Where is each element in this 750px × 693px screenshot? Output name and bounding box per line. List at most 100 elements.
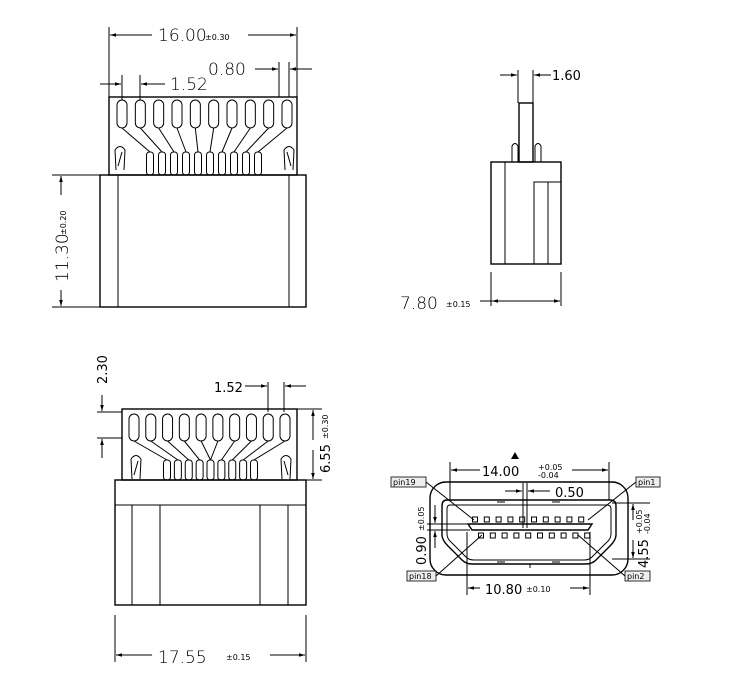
contact-top (531, 516, 537, 523)
trace (133, 440, 168, 461)
contact-pin (158, 151, 166, 176)
top-view: 16.00 ±0.30 1.52 0.80 11.30 ±0.20 (52, 26, 312, 308)
dim-7-80-tol: ±0.15 (446, 300, 471, 309)
trace (176, 127, 187, 153)
solder-pad (189, 99, 201, 129)
pcb-outline (108, 96, 298, 176)
dim-10-80-tol: ±0.10 (526, 585, 551, 594)
solder-pad (263, 99, 275, 129)
solder-pad (116, 99, 128, 129)
dim-17-55: 17.55 (158, 648, 207, 668)
leader-line (435, 534, 483, 577)
solder-pad (153, 99, 165, 129)
trace (245, 127, 270, 153)
contact-pin (218, 151, 226, 176)
dim-11-30: 11.30 (53, 233, 73, 282)
leader-line (587, 481, 637, 521)
solder-pad (128, 413, 140, 442)
mounting-peg (130, 455, 142, 480)
peg-detail (286, 151, 292, 167)
contact-top (495, 516, 502, 523)
pin1-triangle-marker (511, 452, 519, 459)
contact-top (519, 516, 526, 523)
contact-bottom (513, 532, 520, 539)
contact-bottom (525, 532, 532, 539)
contact-top (483, 516, 490, 523)
pin1-label-box (635, 476, 661, 488)
contact-bottom (560, 532, 567, 539)
dim-0-80: 0.80 (208, 60, 246, 80)
solder-pad (244, 99, 256, 129)
front-view: 14.00 +0.05 -0.04 0.50 0.90 ±0.05 4.55 +… (390, 452, 661, 598)
contact-pin (217, 459, 226, 481)
solder-pad (262, 413, 274, 442)
contact-pin (173, 459, 182, 481)
peg-left (511, 143, 519, 162)
trace (220, 440, 236, 461)
contact-pin (195, 459, 204, 481)
contact-pin (170, 151, 178, 176)
pin19-label: pin19 (393, 478, 416, 487)
dim-4-55-tol-minus: -0.04 (643, 513, 652, 534)
contact-pin (239, 459, 248, 481)
outer-shell (429, 481, 629, 576)
contact-bottom (489, 532, 496, 539)
contact-bottom (584, 532, 591, 539)
contact-top (578, 516, 585, 523)
receptacle-opening (441, 499, 617, 565)
trace (233, 127, 251, 153)
contact-pin (206, 459, 215, 481)
receptacle-inner (446, 504, 612, 561)
dim-1-60: 1.60 (552, 69, 581, 84)
trace (221, 127, 233, 153)
contact-pin (182, 151, 190, 176)
contact-bottom (537, 532, 543, 539)
contact-bottom (478, 532, 484, 539)
dim-7-80: 7.80 (400, 294, 438, 314)
dim-6-55-tol: ±0.30 (321, 414, 330, 439)
peg-detail (133, 460, 139, 476)
dim-1-52-bottom: 1.52 (214, 381, 243, 396)
solder-pad (208, 99, 220, 129)
peg-right (534, 143, 542, 162)
contact-bottom (572, 532, 579, 539)
pcb-outline (121, 408, 298, 481)
contact-pin (163, 459, 171, 481)
pin1-label: pin1 (638, 478, 655, 487)
contact-top (566, 516, 573, 523)
bottom-view: 2.30 1.52 6.55 ±0.30 17.55 ±0.15 (96, 355, 334, 668)
contact-bottom (501, 532, 508, 539)
trace (183, 440, 201, 461)
dim-1-52-top: 1.52 (170, 75, 208, 95)
pin19-label-box (390, 476, 427, 488)
pin-profile (518, 102, 534, 163)
contact-pin (242, 151, 250, 176)
solder-pad (245, 413, 257, 442)
trace (209, 127, 215, 153)
trace (242, 440, 269, 461)
dim-14-00-tol-plus: +0.05 (538, 463, 563, 472)
dim-10-80: 10.80 (485, 583, 522, 598)
dim-16-00-tol: ±0.30 (205, 33, 230, 42)
solder-pad (212, 413, 224, 442)
trace (194, 127, 199, 153)
pin2-label: pin2 (627, 572, 644, 581)
contact-top (554, 516, 561, 523)
dim-11-30-tol: ±0.20 (59, 210, 68, 235)
contact-pin (250, 459, 258, 481)
leader-line (577, 534, 626, 577)
dim-4-55: 4.55 (637, 539, 652, 568)
pin18-label-box (406, 570, 437, 582)
dim-4-55-tol-plus: +0.05 (635, 509, 644, 534)
tongue (466, 523, 594, 531)
trace (253, 440, 286, 461)
side-view: 1.60 7.80 ±0.15 (400, 69, 581, 314)
trace (121, 127, 151, 153)
solder-pad (171, 99, 183, 129)
contact-pin (206, 151, 214, 176)
mounting-peg (280, 455, 292, 480)
dim-0-90: 0.90 (415, 536, 430, 565)
side-shell-step (533, 181, 561, 264)
